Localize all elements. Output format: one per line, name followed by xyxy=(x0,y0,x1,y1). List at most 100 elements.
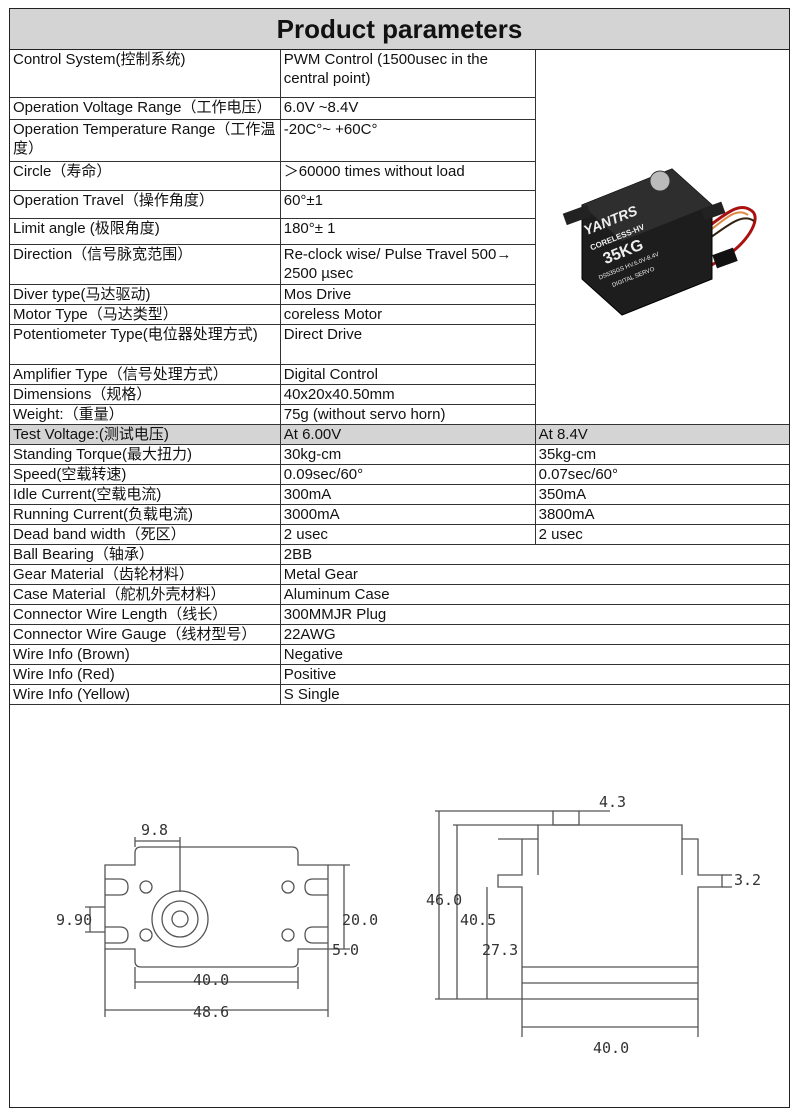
param-value: Direct Drive xyxy=(279,323,536,365)
test-value-1: 2 usec xyxy=(279,523,536,545)
param-label: Wire Info (Red) xyxy=(10,663,281,685)
param-label: Wire Info (Yellow) xyxy=(10,683,281,705)
dim-spline: 4.3 xyxy=(599,793,626,811)
param-label: Diver type(马达驱动) xyxy=(10,283,281,305)
param-row: Case Material（舵机外壳材料）Aluminum Case xyxy=(10,583,789,605)
param-label: Circle（寿命） xyxy=(10,160,281,191)
test-label: Speed(空载转速) xyxy=(10,463,281,485)
dim-left: 9.90 xyxy=(56,911,92,929)
test-value-2: 0.07sec/60° xyxy=(534,463,789,485)
test-value-1: 30kg-cm xyxy=(279,443,536,465)
param-row: Diver type(马达驱动)Mos Drive xyxy=(10,283,789,305)
param-label: Connector Wire Length（线长） xyxy=(10,603,281,625)
param-value: 75g (without servo horn) xyxy=(279,403,536,425)
param-label: Control System(控制系统) xyxy=(10,50,281,98)
test-voltage-1: At 6.00V xyxy=(279,423,536,445)
param-row: Direction（信号脉宽范围）Re-clock wise/ Pulse Tr… xyxy=(10,243,789,285)
dim-total-height: 46.0 xyxy=(426,891,462,909)
param-row: Weight:（重量）75g (without servo horn) xyxy=(10,403,789,425)
dim-total-width: 48.6 xyxy=(193,1003,229,1021)
test-label: Idle Current(空载电流) xyxy=(10,483,281,505)
param-value: S Single xyxy=(279,683,789,705)
param-value: Aluminum Case xyxy=(279,583,789,605)
param-label: Potentiometer Type(电位器处理方式) xyxy=(10,323,281,365)
dimension-drawings: 9.8 9.90 20.0 5.0 40.0 48.6 4.3 3.2 46.0… xyxy=(56,793,761,1057)
param-value: Metal Gear xyxy=(279,563,789,585)
param-row: Wire Info (Brown)Negative xyxy=(10,643,789,665)
param-value: Digital Control xyxy=(279,363,536,385)
parameters-table: Control System(控制系统)PWM Control (1500use… xyxy=(10,50,789,705)
test-value-2: 3800mA xyxy=(534,503,789,525)
dim-ear-height: 27.3 xyxy=(482,941,518,959)
dim-ear: 3.2 xyxy=(734,871,761,889)
test-value-2: 2 usec xyxy=(534,523,789,545)
test-value-2: 35kg-cm xyxy=(534,443,789,465)
param-value: 40x20x40.50mm xyxy=(279,383,536,405)
param-label: Dimensions（规格） xyxy=(10,383,281,405)
dim-body-height: 40.5 xyxy=(460,911,496,929)
param-value: 2BB xyxy=(279,543,789,565)
param-value: -20C°~ +60C° xyxy=(279,118,536,162)
param-value: 300MMJR Plug xyxy=(279,603,789,625)
param-value: Re-clock wise/ Pulse Travel 500→ 2500 µs… xyxy=(279,243,536,285)
test-value-1: 0.09sec/60° xyxy=(279,463,536,485)
test-row: Speed(空载转速)0.09sec/60°0.07sec/60° xyxy=(10,463,789,485)
param-row: Connector Wire Length（线长） 300MMJR Plug xyxy=(10,603,789,625)
param-value: 22AWG xyxy=(279,623,789,645)
param-label: Gear Material（齿轮材料） xyxy=(10,563,281,585)
param-row: Circle（寿命）＞60000 times without load xyxy=(10,160,789,191)
dim-shaft: 9.8 xyxy=(141,821,168,839)
param-row: Connector Wire Gauge（线材型号）22AWG xyxy=(10,623,789,645)
param-value: 6.0V ~8.4V xyxy=(279,96,536,120)
page-title: Product parameters xyxy=(10,9,789,50)
param-label: Connector Wire Gauge（线材型号） xyxy=(10,623,281,645)
param-value: Mos Drive xyxy=(279,283,536,305)
dim-height: 20.0 xyxy=(342,911,378,929)
param-label: Amplifier Type（信号处理方式） xyxy=(10,363,281,385)
side-view-drawing xyxy=(435,810,732,1037)
param-row: Gear Material（齿轮材料）Metal Gear xyxy=(10,563,789,585)
param-label: Operation Travel（操作角度） xyxy=(10,189,281,219)
param-row: Wire Info (Yellow)S Single xyxy=(10,683,789,705)
test-label: Running Current(负载电流) xyxy=(10,503,281,525)
param-label: Ball Bearing（轴承） xyxy=(10,543,281,565)
dim-hole: 5.0 xyxy=(332,941,359,959)
param-label: Operation Temperature Range（工作温度） xyxy=(10,118,281,162)
param-row: Amplifier Type（信号处理方式）Digital Control xyxy=(10,363,789,385)
test-value-2: 350mA xyxy=(534,483,789,505)
param-label: Operation Voltage Range（工作电压） xyxy=(10,96,281,120)
test-label: Standing Torque(最大扭力) xyxy=(10,443,281,465)
param-row: Potentiometer Type(电位器处理方式)Direct Drive xyxy=(10,323,789,365)
param-value: Positive xyxy=(279,663,789,685)
test-value-1: 3000mA xyxy=(279,503,536,525)
param-value: 60°±1 xyxy=(279,189,536,219)
param-label: Weight:（重量） xyxy=(10,403,281,425)
param-row: Limit angle (极限角度)180°± 1 xyxy=(10,217,789,245)
top-view-drawing xyxy=(85,837,350,1017)
param-value: PWM Control (1500usec in the central poi… xyxy=(279,50,536,98)
param-label: Motor Type（马达类型） xyxy=(10,303,281,325)
param-label: Case Material（舵机外壳材料） xyxy=(10,583,281,605)
param-row: Ball Bearing（轴承）2BB xyxy=(10,543,789,565)
test-voltage-2: At 8.4V xyxy=(534,423,789,445)
param-label: Limit angle (极限角度) xyxy=(10,217,281,245)
test-voltage-label: Test Voltage:(测试电压) xyxy=(10,423,281,445)
param-row: Wire Info (Red)Positive xyxy=(10,663,789,685)
param-value: ＞60000 times without load xyxy=(279,160,536,191)
param-value: coreless Motor xyxy=(279,303,536,325)
param-label: Wire Info (Brown) xyxy=(10,643,281,665)
dim-side-width: 40.0 xyxy=(593,1039,629,1057)
test-value-1: 300mA xyxy=(279,483,536,505)
test-label: Dead band width（死区） xyxy=(10,523,281,545)
param-row: Operation Temperature Range（工作温度）-20C°~ … xyxy=(10,118,789,162)
product-sheet: Product parameters Control System(控制系统)P… xyxy=(9,8,790,1108)
dim-body-width: 40.0 xyxy=(193,971,229,989)
param-row: Operation Travel（操作角度）60°±1 xyxy=(10,189,789,219)
